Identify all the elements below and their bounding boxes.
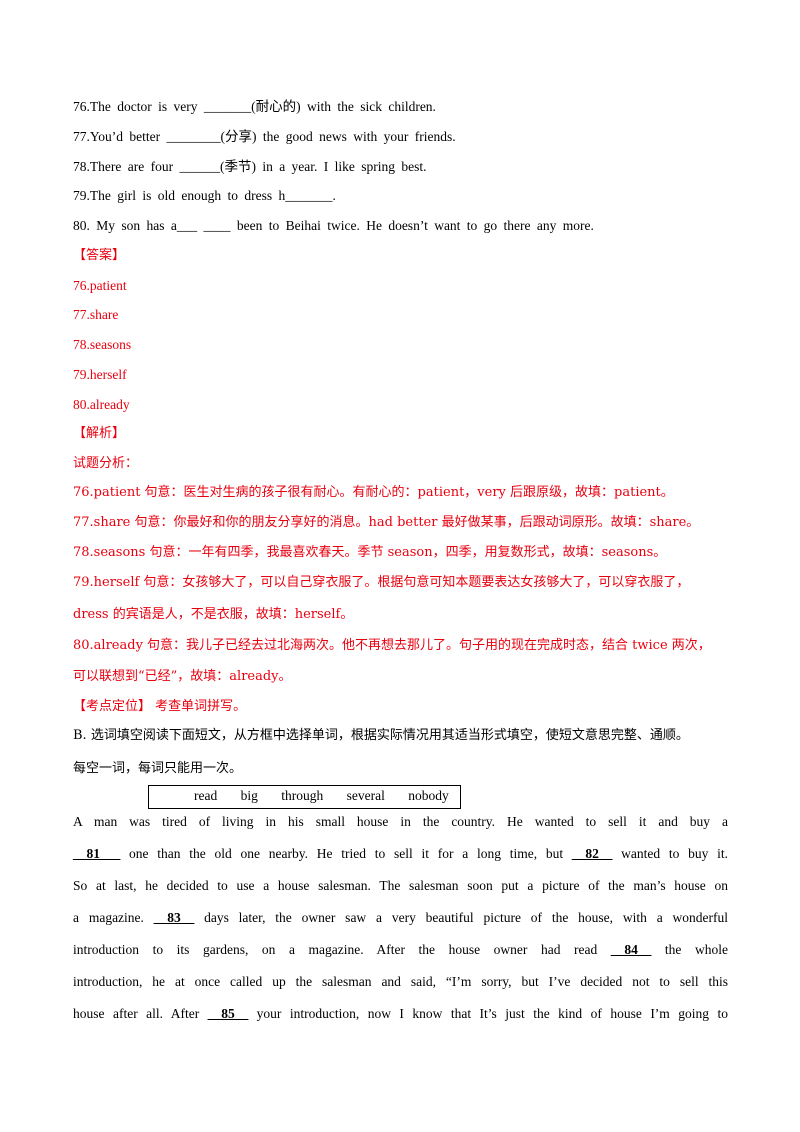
passage-text: one than the old one nearby. He tried to… — [120, 846, 572, 861]
question-number: 76. — [73, 99, 90, 114]
kaodian-text: 考查单词拼写。 — [151, 699, 247, 714]
section-b-instruction: B. 选词填空阅读下面短文，从方框中选择单词，根据实际情况用其适当形式填空，使短… — [73, 728, 689, 743]
answer-76: 76.patient — [73, 278, 127, 293]
question-number: 79. — [73, 188, 90, 203]
blank-82: __82__ — [571, 846, 613, 861]
passage-text: So at last, he decided to use a house sa… — [73, 878, 728, 893]
answer-80: 80.already — [73, 397, 130, 412]
passage-text: days later, the owner saw a very beautif… — [194, 910, 728, 925]
question-number: 80. — [73, 218, 90, 233]
question-text: My son has a___ ____ been to Beihai twic… — [89, 218, 594, 233]
word-option: several — [346, 788, 385, 803]
passage-text: a magazine. — [73, 910, 154, 925]
answer-79: 79.herself — [73, 367, 127, 382]
passage-text: introduction, he at once called up the s… — [73, 974, 728, 989]
question-78: 78.There are four ______(季节) in a year. … — [73, 158, 427, 176]
word-option: big — [240, 788, 258, 803]
passage-line-3: So at last, he decided to use a house sa… — [73, 878, 728, 894]
question-text: There are four ______(季节) in a year. I l… — [89, 159, 427, 174]
question-80: 80. My son has a___ ____ been to Beihai … — [73, 217, 594, 235]
answer-78: 78.seasons — [73, 337, 132, 352]
passage-line-5: introduction to its gardens, on a magazi… — [73, 942, 728, 958]
analysis-line-80-cont: 可以联想到“已经”，故填：already。 — [73, 669, 292, 684]
passage-line-2: __81___ one than the old one nearby. He … — [73, 846, 728, 862]
question-76: 76.The doctor is very _______(耐心的) with … — [73, 98, 436, 116]
analysis-line-80: 80.already 句意：我儿子已经去过北海两次。他不再想去那儿了。句子用的现… — [73, 638, 711, 653]
analysis-intro: 试题分析： — [73, 456, 139, 471]
question-number: 78. — [73, 159, 90, 174]
question-79: 79.The girl is old enough to dress h____… — [73, 187, 336, 205]
passage-line-4: a magazine. __83__ days later, the owner… — [73, 910, 728, 926]
question-number: 77. — [73, 129, 90, 144]
passage-line-1: A man was tired of living in his small h… — [73, 814, 728, 830]
passage-line-6: introduction, he at once called up the s… — [73, 974, 728, 990]
answer-header: 【答案】 — [73, 248, 126, 263]
passage-text: your introduction, now I know that It’s … — [248, 1006, 728, 1021]
passage-line-7: house after all. After __85__ your intro… — [73, 1006, 728, 1022]
analysis-line-78: 78.seasons 句意：一年有四季，我最喜欢春天。季节 season，四季，… — [73, 545, 667, 560]
word-option: nobody — [408, 788, 449, 803]
passage-text: introduction to its gardens, on a magazi… — [73, 942, 611, 957]
question-text: The doctor is very _______(耐心的) with the… — [89, 99, 436, 114]
word-box: read big through several nobody — [148, 785, 461, 809]
blank-81: __81___ — [73, 846, 121, 861]
question-text: The girl is old enough to dress h_______… — [89, 188, 336, 203]
analysis-line-76: 76.patient 句意：医生对生病的孩子很有耐心。有耐心的：patient，… — [73, 485, 674, 500]
analysis-header: 【解析】 — [73, 426, 126, 441]
answer-77: 77.share — [73, 307, 119, 322]
question-77: 77.You’d better ________(分享) the good ne… — [73, 128, 456, 146]
analysis-line-79-cont: dress 的宾语是人，不是衣服，故填：herself。 — [73, 607, 354, 622]
kaodian-line: 【考点定位】 考查单词拼写。 — [73, 698, 246, 716]
passage-text: A man was tired of living in his small h… — [73, 814, 728, 829]
passage-text: wanted to buy it. — [612, 846, 728, 861]
section-b-instruction-2: 每空一词，每词只能用一次。 — [73, 761, 243, 776]
blank-85: __85__ — [207, 1006, 249, 1021]
analysis-line-79: 79.herself 句意：女孩够大了，可以自己穿衣服了。根据句意可知本题要表达… — [73, 575, 690, 590]
analysis-line-77: 77.share 句意：你最好和你的朋友分享好的消息。had better 最好… — [73, 515, 700, 530]
question-text: You’d better ________(分享) the good news … — [89, 129, 456, 144]
passage-text: the whole — [651, 942, 728, 957]
blank-83: __83__ — [153, 910, 195, 925]
blank-84: __84__ — [610, 942, 652, 957]
word-box-words: read big through several nobody — [194, 788, 459, 804]
word-option: through — [281, 788, 324, 803]
passage-text: house after all. After — [73, 1006, 208, 1021]
word-option: read — [194, 788, 218, 803]
kaodian-label: 【考点定位】 — [73, 699, 152, 714]
